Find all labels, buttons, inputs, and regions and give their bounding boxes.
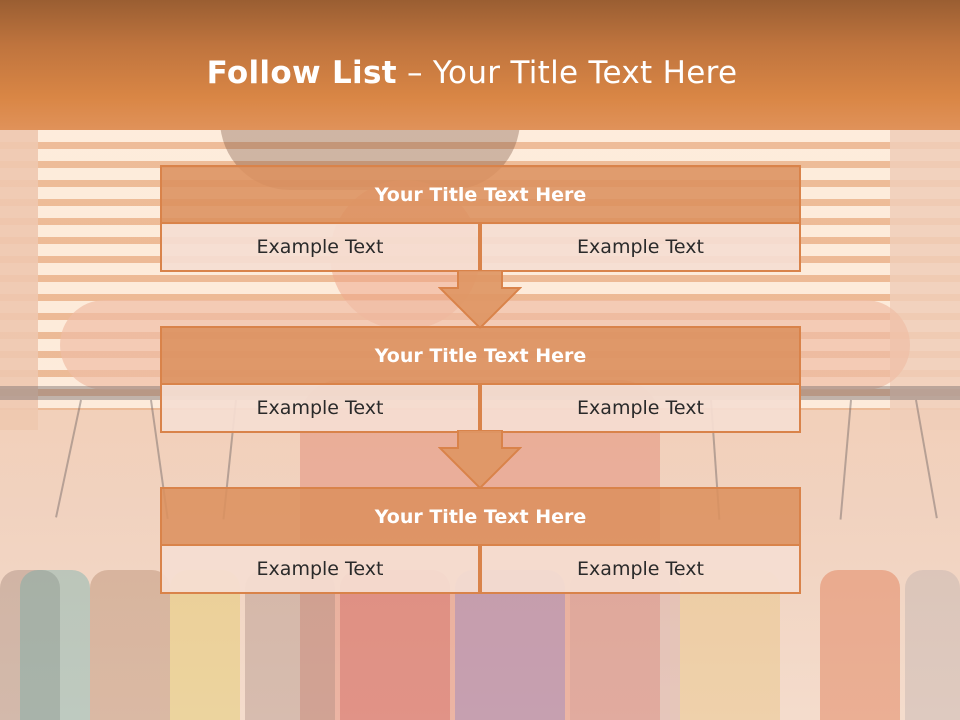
block-cell-left: Example Text	[160, 544, 480, 594]
block-title: Your Title Text Here	[160, 487, 801, 546]
block-title: Your Title Text Here	[160, 165, 801, 224]
block-cell-right: Example Text	[480, 383, 801, 433]
down-arrow-icon	[438, 430, 522, 490]
list-block-3: Your Title Text Here Example Text Exampl…	[160, 487, 801, 594]
header-bar: Follow List – Your Title Text Here	[0, 0, 960, 130]
page-title: Follow List – Your Title Text Here	[0, 55, 944, 91]
down-arrow-icon	[438, 270, 522, 330]
page-title-bold: Follow List	[206, 55, 397, 91]
list-block-1: Your Title Text Here Example Text Exampl…	[160, 165, 801, 272]
block-cell-left: Example Text	[160, 222, 480, 272]
page-title-rest: – Your Title Text Here	[396, 55, 738, 91]
block-title: Your Title Text Here	[160, 326, 801, 385]
list-block-2: Your Title Text Here Example Text Exampl…	[160, 326, 801, 433]
block-cell-right: Example Text	[480, 222, 801, 272]
block-cell-left: Example Text	[160, 383, 480, 433]
block-cell-right: Example Text	[480, 544, 801, 594]
